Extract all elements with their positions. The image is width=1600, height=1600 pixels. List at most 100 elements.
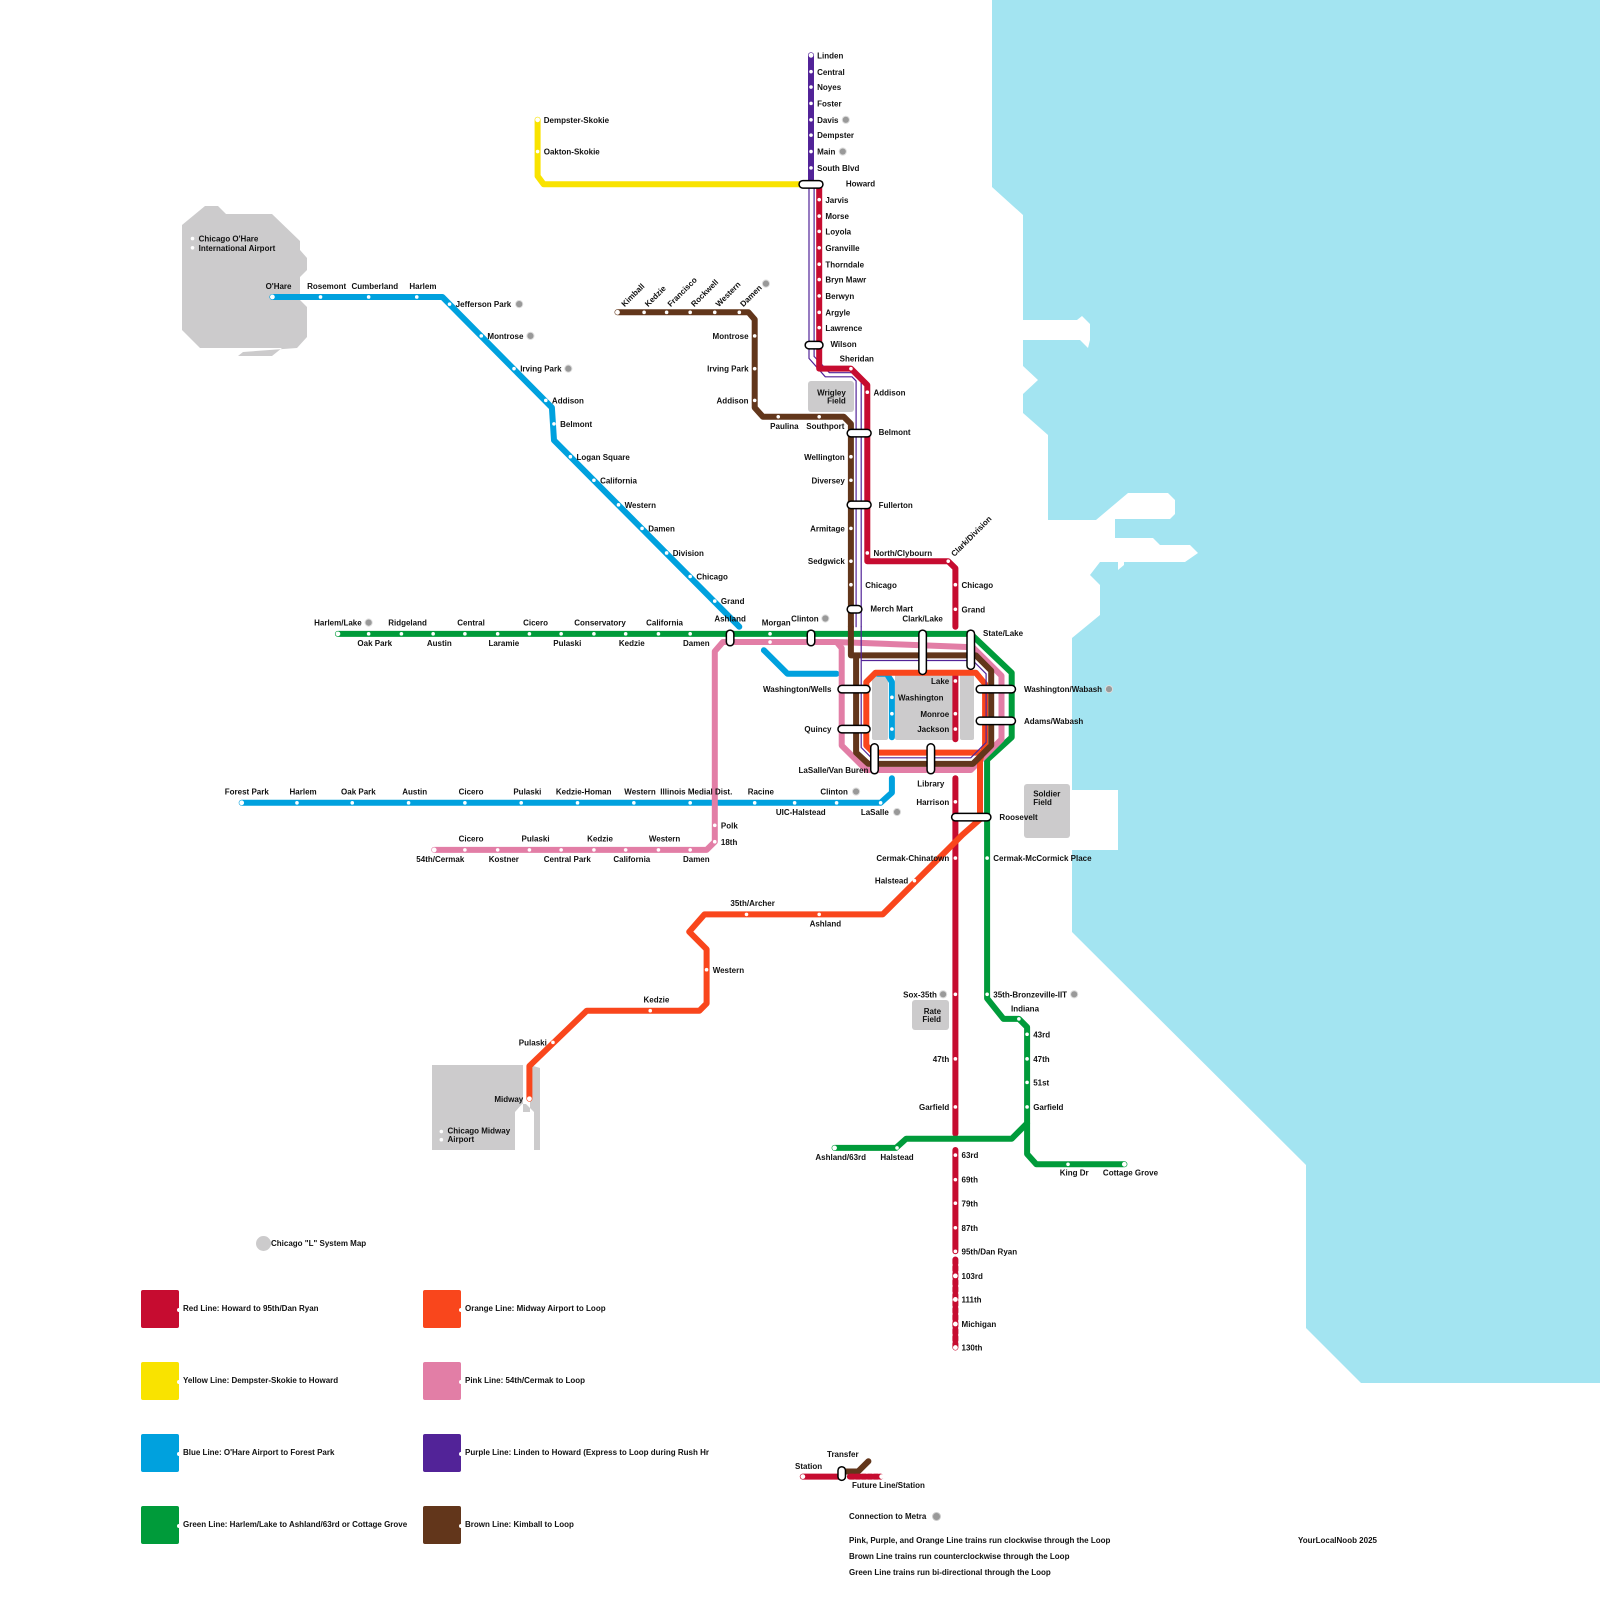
station-red[interactable]: [953, 992, 958, 997]
station-pink[interactable]: [688, 848, 692, 852]
station-red[interactable]: [817, 197, 821, 202]
future-station-red[interactable]: [952, 1345, 958, 1350]
station-red[interactable]: [817, 310, 821, 315]
key-future-dot[interactable]: [879, 1474, 885, 1480]
station-purple[interactable]: [809, 101, 813, 106]
station-green[interactable]: [1066, 1162, 1070, 1167]
station-blue[interactable]: [519, 801, 524, 805]
station-blue[interactable]: [890, 727, 894, 731]
landmark-dot[interactable]: [439, 1137, 444, 1142]
station-pink[interactable]: [559, 848, 563, 852]
station-green[interactable]: [688, 632, 692, 636]
station-brown[interactable]: [642, 310, 646, 315]
station-blue[interactable]: [890, 711, 894, 716]
station-dempster-skokie[interactable]: [535, 117, 540, 123]
station-red[interactable]: [953, 582, 958, 587]
station-blue[interactable]: [512, 366, 516, 371]
landmark-dot[interactable]: [190, 246, 195, 250]
station-blue[interactable]: [568, 454, 573, 459]
station-pink[interactable]: [712, 839, 717, 844]
station-blue[interactable]: [792, 801, 797, 805]
station-green[interactable]: [895, 1146, 899, 1150]
station-pink[interactable]: [656, 848, 661, 852]
station-red[interactable]: [817, 325, 821, 330]
station-red[interactable]: [953, 711, 958, 716]
station-blue[interactable]: [414, 295, 419, 299]
station-blue[interactable]: [890, 695, 894, 700]
station-blue[interactable]: [688, 574, 692, 579]
station-green[interactable]: [985, 992, 989, 997]
station-brown[interactable]: [817, 414, 821, 419]
station-red[interactable]: [817, 229, 821, 234]
station-blue[interactable]: [552, 422, 556, 426]
station-red[interactable]: [817, 262, 821, 266]
station-blue[interactable]: [592, 478, 596, 483]
station-blue[interactable]: [834, 801, 839, 805]
station-orange[interactable]: [912, 878, 917, 883]
station-red[interactable]: [953, 1153, 958, 1157]
station-green[interactable]: [495, 632, 500, 636]
station-blue[interactable]: [318, 295, 323, 299]
station-blue[interactable]: [543, 398, 548, 403]
station-yellow[interactable]: [535, 149, 540, 154]
station-orange[interactable]: [704, 967, 709, 972]
station-red[interactable]: [953, 1177, 958, 1182]
station-cottage-grove[interactable]: [1121, 1161, 1127, 1167]
station-brown[interactable]: [752, 366, 757, 371]
station-red[interactable]: [953, 1225, 958, 1230]
station-red[interactable]: [865, 551, 870, 555]
station-blue[interactable]: [406, 801, 411, 805]
station-green[interactable]: [985, 856, 989, 860]
station-pink[interactable]: [768, 640, 772, 644]
station-pink[interactable]: [495, 848, 500, 852]
station-pink[interactable]: [623, 848, 628, 852]
station-blue[interactable]: [632, 801, 636, 805]
station-forest-park[interactable]: [239, 800, 245, 806]
station-harlem-lake[interactable]: [335, 631, 341, 637]
station-purple[interactable]: [809, 133, 813, 137]
station-green[interactable]: [592, 632, 596, 636]
station-brown[interactable]: [688, 310, 692, 315]
station-brown[interactable]: [849, 559, 853, 563]
station-brown[interactable]: [849, 526, 853, 531]
station-green[interactable]: [623, 632, 628, 636]
station-red[interactable]: [953, 856, 958, 860]
station-kimball[interactable]: [615, 309, 620, 315]
station-blue[interactable]: [712, 599, 717, 603]
station-green[interactable]: [431, 632, 435, 636]
future-station-red[interactable]: [952, 1321, 958, 1327]
station-red[interactable]: [817, 246, 821, 250]
station-orange[interactable]: [817, 912, 821, 917]
station-midway[interactable]: [527, 1096, 532, 1102]
station-blue[interactable]: [640, 526, 644, 531]
station-red[interactable]: [817, 294, 821, 298]
station-green[interactable]: [463, 632, 467, 636]
station-green[interactable]: [366, 632, 371, 636]
station-brown[interactable]: [664, 310, 669, 315]
station-brown[interactable]: [849, 478, 853, 483]
station-blue[interactable]: [878, 801, 883, 805]
station-brown[interactable]: [752, 398, 757, 403]
station-red[interactable]: [817, 214, 821, 218]
station-blue[interactable]: [664, 551, 669, 555]
future-station-red[interactable]: [952, 1273, 958, 1279]
station-pink[interactable]: [463, 848, 467, 852]
station-red[interactable]: [946, 559, 951, 563]
station-green[interactable]: [656, 632, 661, 636]
station-green[interactable]: [527, 632, 532, 636]
station-purple[interactable]: [809, 85, 813, 89]
station-orange[interactable]: [744, 912, 749, 917]
station-red[interactable]: [953, 1057, 958, 1061]
station-red[interactable]: [953, 607, 958, 612]
station-blue[interactable]: [688, 801, 692, 805]
station-brown[interactable]: [737, 310, 742, 315]
landmark-dot[interactable]: [190, 236, 195, 241]
station-linden[interactable]: [808, 52, 814, 58]
station-purple[interactable]: [809, 118, 813, 122]
station-red[interactable]: [953, 1105, 958, 1109]
station-ashland-63rd[interactable]: [832, 1145, 837, 1151]
station-green[interactable]: [768, 632, 772, 636]
station-green[interactable]: [1025, 1032, 1029, 1037]
station-blue[interactable]: [479, 334, 484, 338]
station-red[interactable]: [953, 679, 958, 683]
